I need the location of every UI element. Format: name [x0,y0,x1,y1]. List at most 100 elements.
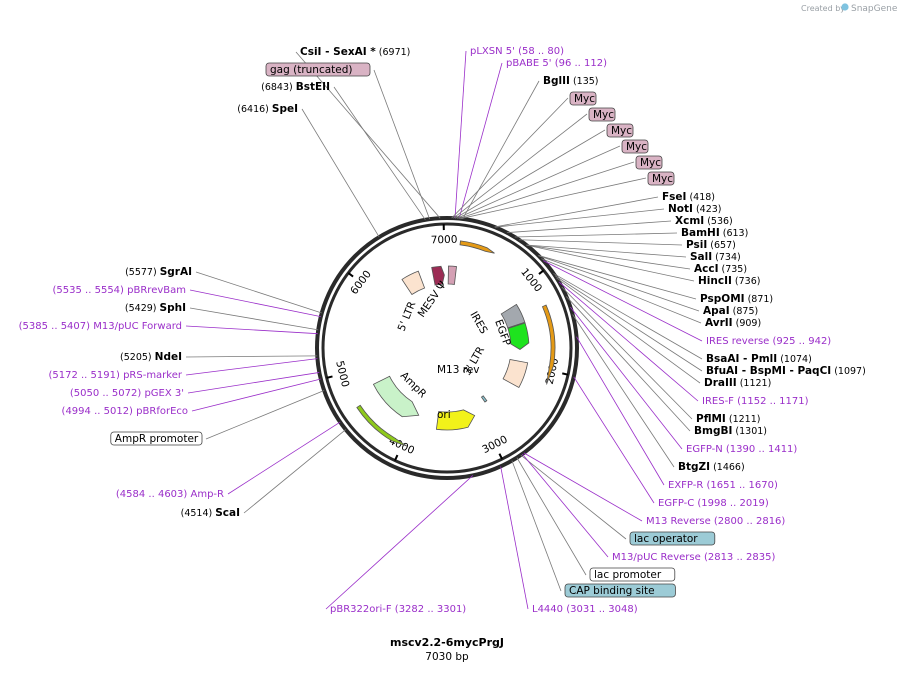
primer-label: (4584 .. 4603) Amp-R [116,489,224,500]
leader-line [553,273,703,360]
snapgene-logo: SnapGene [841,3,898,14]
enzyme-label: FseI (418) [662,191,715,203]
feature-arc [541,304,556,385]
enzyme-label: BamHI (613) [681,227,748,239]
backbone-outer [315,216,579,480]
leader-line [373,69,430,220]
tick-label: 5000 [333,360,351,389]
feature-tag-text: lac operator [634,533,698,545]
leader-line [576,336,665,486]
site-label: EGFP-C (1998 .. 2019) [658,498,769,509]
leader-line [185,325,318,335]
leader-line [511,460,562,592]
brand-name: SnapGene [851,4,898,14]
enzyme-label: (6843) BstEII [261,81,330,93]
site-label: (5050 .. 5072) pGEX 3' [70,388,184,399]
enzyme-label: AvrII (909) [705,317,761,329]
site-label: (5429) SphI [125,302,186,314]
leader-line [458,62,503,219]
tick-label: 1000 [518,266,544,294]
site-label: AmpR promoter [110,431,203,446]
enzyme-label: AccI (735) [694,263,747,275]
leader-line [453,113,588,219]
site-label: (5172 .. 5191) pRS-marker [48,370,182,381]
snapgene-icon [841,3,849,11]
site-label: (5577) SgrAI [125,266,192,278]
site-label: SalI (734) [690,251,741,263]
leader-line [451,97,569,219]
enzyme-label: HincII (736) [698,275,760,287]
leader-line [520,454,627,540]
feature-arc [372,375,420,418]
site-label: BamHI (613) [681,227,748,239]
leader-line [185,358,318,376]
site-label: PsiI (657) [686,239,736,251]
myc-tag-box [647,171,675,186]
enzyme-label: (4514) ScaI [181,507,240,519]
feature-arc [500,303,526,329]
tick-mark [394,454,399,461]
primer-label: pLXSN 5' (58 .. 80) [470,46,564,57]
enzyme-label: (5205) NdeI [120,351,182,363]
leader-line [516,457,587,576]
leader-line [506,220,672,234]
leader-line [521,453,609,558]
leader-line [295,51,441,219]
leader-line [570,306,683,450]
primer-label: (5172 .. 5191) pRS-marker [48,370,182,381]
site-label: M13 Reverse (2800 .. 2816) [646,516,785,527]
feature-tag-text: CAP binding site [569,585,655,597]
site-label: NotI (423) [668,203,722,215]
primer-label: pBR322ori-F (3282 .. 3301) [330,604,466,615]
myc-tag-box [606,123,634,138]
myc-tag-box [621,139,649,154]
site-label: L4440 (3031 .. 3048) [532,604,638,615]
enzyme-label: PspOMI (871) [700,293,773,305]
enzyme-label: PsiI (657) [686,239,736,251]
site-label: DraIII (1121) [704,377,771,389]
feature-arc [507,322,530,350]
site-label: pBR322ori-F (3282 .. 3301) [330,604,466,615]
site-label: BtgZI (1466) [678,461,745,473]
leader-line [454,129,606,219]
primer-label: M13/pUC Reverse (2813 .. 2835) [612,552,775,563]
leader-line [572,314,675,468]
leader-line [460,177,647,220]
leader-line [554,275,703,372]
site-label: BsaAI - PmlI (1074) [706,353,812,365]
leader-line [494,208,665,228]
site-label: BfuAI - BspMI - PaqCI (1097) [706,365,866,377]
site-label: HincII (736) [698,275,760,287]
enzyme-label: BmgBI (1301) [694,425,767,437]
leader-line [519,239,683,246]
enzyme-label: BsaAI - PmlI (1074) [706,353,812,365]
site-label: M13/pUC Reverse (2813 .. 2835) [612,552,775,563]
leader-line [538,255,697,300]
site-label: (4584 .. 4603) Amp-R [116,489,224,500]
leader-line [456,145,621,219]
leader-line [556,277,701,384]
feature-label-5ltr: 5' LTR [396,300,419,333]
enzyme-label: BtgZI (1466) [678,461,745,473]
leader-line [526,244,695,282]
tick-mark [347,272,354,278]
myc-tag-text: Myc [640,157,661,169]
leader-line [227,421,341,495]
myc-tag-text: Myc [611,125,632,137]
enzyme-label: (5429) SphI [125,302,186,314]
myc-tag-text: Myc [652,173,673,185]
site-label: PflMI (1211) [696,413,760,425]
feature-arc [435,409,476,431]
leader-lines [185,50,703,610]
feature-arc [356,404,408,447]
primer-label: (5050 .. 5072) pGEX 3' [70,388,184,399]
feature-label-m13rev: M13 rev [437,364,480,376]
primer-label: L4440 (3031 .. 3048) [532,604,638,615]
feature-tag-box [110,431,203,446]
primer-label: pBABE 5' (96 .. 112) [506,58,607,69]
site-label: BmgBI (1301) [694,425,767,437]
site-label: CsiI - SexAI * (6971) [300,46,410,58]
site-label: (4994 .. 5012) pBRforEco [62,406,188,417]
primer-label: IRES reverse (925 .. 942) [706,336,831,347]
